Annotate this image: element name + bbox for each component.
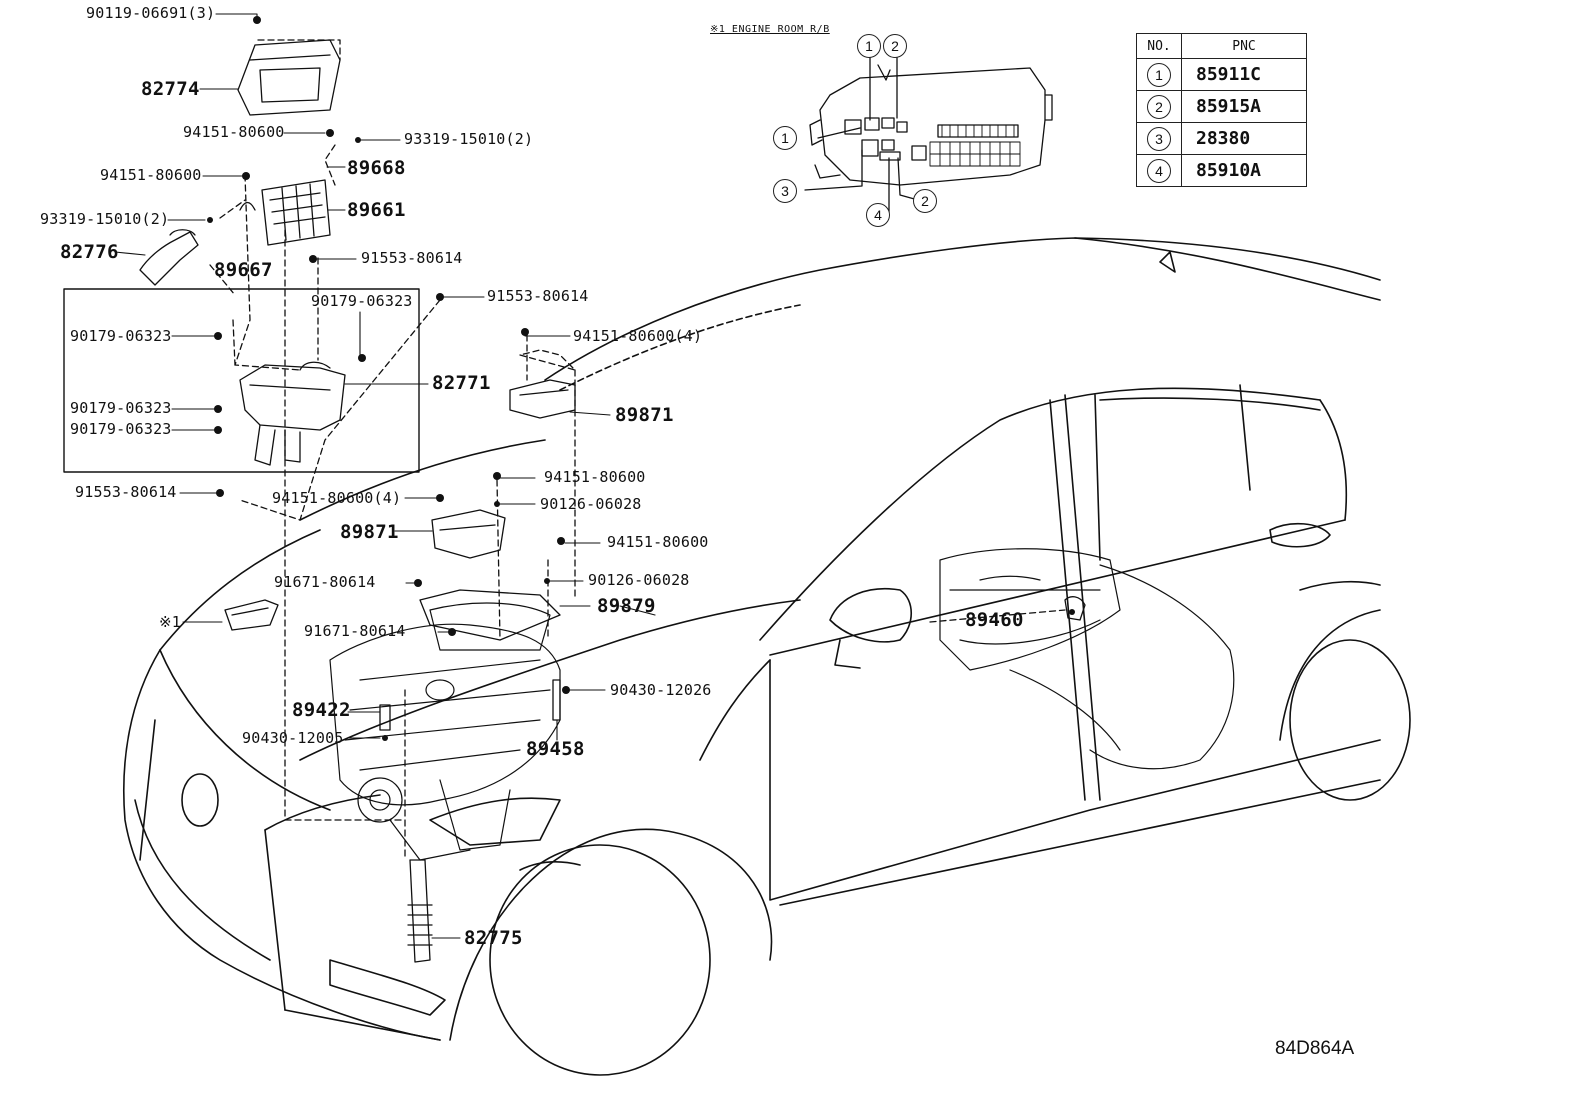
label-82775: 82775 (464, 927, 523, 949)
relay-callout-1-left: 1 (773, 126, 797, 150)
label-82771: 82771 (432, 372, 491, 394)
pnc-table-row: 3 28380 (1136, 122, 1307, 155)
fuel-tank (939, 548, 1235, 770)
pnc-table-row: 1 85911C (1136, 58, 1307, 91)
label-90430-12026: 90430-12026 (610, 681, 712, 699)
relay-callout-2-bottom: 2 (913, 189, 937, 213)
label-91553-80614-c: 91553-80614 (75, 483, 177, 501)
label-90119-06691: 90119-06691(3) (86, 4, 216, 22)
relay-callout-2-top: 2 (883, 34, 907, 58)
label-94151-80600-f: 94151-80600 (607, 533, 709, 551)
pnc-no: 1 (1147, 62, 1171, 87)
pnc-table-row: 2 85915A (1136, 90, 1307, 123)
pnc-table-row: 4 85910A (1136, 154, 1307, 187)
label-89661: 89661 (347, 199, 406, 221)
label-90126-06028-a: 90126-06028 (540, 495, 642, 513)
label-90179-06323-b: 90179-06323 (70, 327, 172, 345)
label-89871-a: 89871 (615, 404, 674, 426)
label-82776: 82776 (60, 241, 119, 263)
label-90430-12005: 90430-12005 (242, 729, 344, 747)
label-90179-06323-c: 90179-06323 (70, 399, 172, 417)
relay-block-marker: ※1 (159, 613, 181, 631)
label-93319-15010-b: 93319-15010(2) (40, 210, 170, 228)
pnc-value: 28380 (1181, 122, 1307, 155)
label-89460: 89460 (965, 609, 1024, 631)
label-94151-80600-d: 94151-80600 (544, 468, 646, 486)
label-89458: 89458 (526, 738, 585, 760)
label-94151-80600-4-b: 94151-80600(4) (272, 489, 402, 507)
label-89668: 89668 (347, 157, 406, 179)
label-91671-80614-b: 91671-80614 (304, 622, 406, 640)
pnc-no: 2 (1147, 94, 1171, 119)
pnc-no: 4 (1147, 158, 1171, 183)
label-90179-06323-d: 90179-06323 (70, 420, 172, 438)
diagram-code: 84D864A (1275, 1038, 1355, 1059)
label-89879: 89879 (597, 595, 656, 617)
pnc-table: NO. PNC 1 85911C 2 85915A 3 28380 4 8591… (1136, 33, 1307, 187)
relay-block-title: ※1 ENGINE ROOM R/B (710, 24, 830, 35)
label-94151-80600-4-a: 94151-80600(4) (573, 327, 703, 345)
label-89667: 89667 (214, 259, 273, 281)
pnc-no: 3 (1147, 126, 1171, 151)
pnc-table-header: NO. PNC (1136, 33, 1307, 59)
pnc-value: 85911C (1181, 58, 1307, 91)
car-body-outline (122, 237, 1411, 1076)
relay-callout-3: 3 (773, 179, 797, 203)
label-93319-15010-a: 93319-15010(2) (404, 130, 534, 148)
label-91553-80614-a: 91553-80614 (361, 249, 463, 267)
label-94151-80600-a: 94151-80600 (183, 123, 285, 141)
fastener-marks (207, 16, 1075, 741)
parts-exploded (63, 39, 1086, 963)
pnc-value: 85910A (1181, 154, 1307, 187)
pnc-header-no: NO. (1136, 33, 1182, 59)
label-91553-80614-b: 91553-80614 (487, 287, 589, 305)
label-91671-80614-a: 91671-80614 (274, 573, 376, 591)
leader-lines (114, 13, 656, 939)
label-94151-80600-b: 94151-80600 (100, 166, 202, 184)
engine-room-relay-block (804, 57, 1053, 213)
label-82774: 82774 (141, 78, 200, 100)
pnc-header-pnc: PNC (1181, 33, 1307, 59)
label-90126-06028-b: 90126-06028 (588, 571, 690, 589)
label-89422: 89422 (292, 699, 351, 721)
relay-callout-4: 4 (866, 203, 890, 227)
label-90179-06323-a: 90179-06323 (311, 292, 413, 310)
label-89871-b: 89871 (340, 521, 399, 543)
relay-callout-1-top: 1 (857, 34, 881, 58)
pnc-value: 85915A (1181, 90, 1307, 123)
